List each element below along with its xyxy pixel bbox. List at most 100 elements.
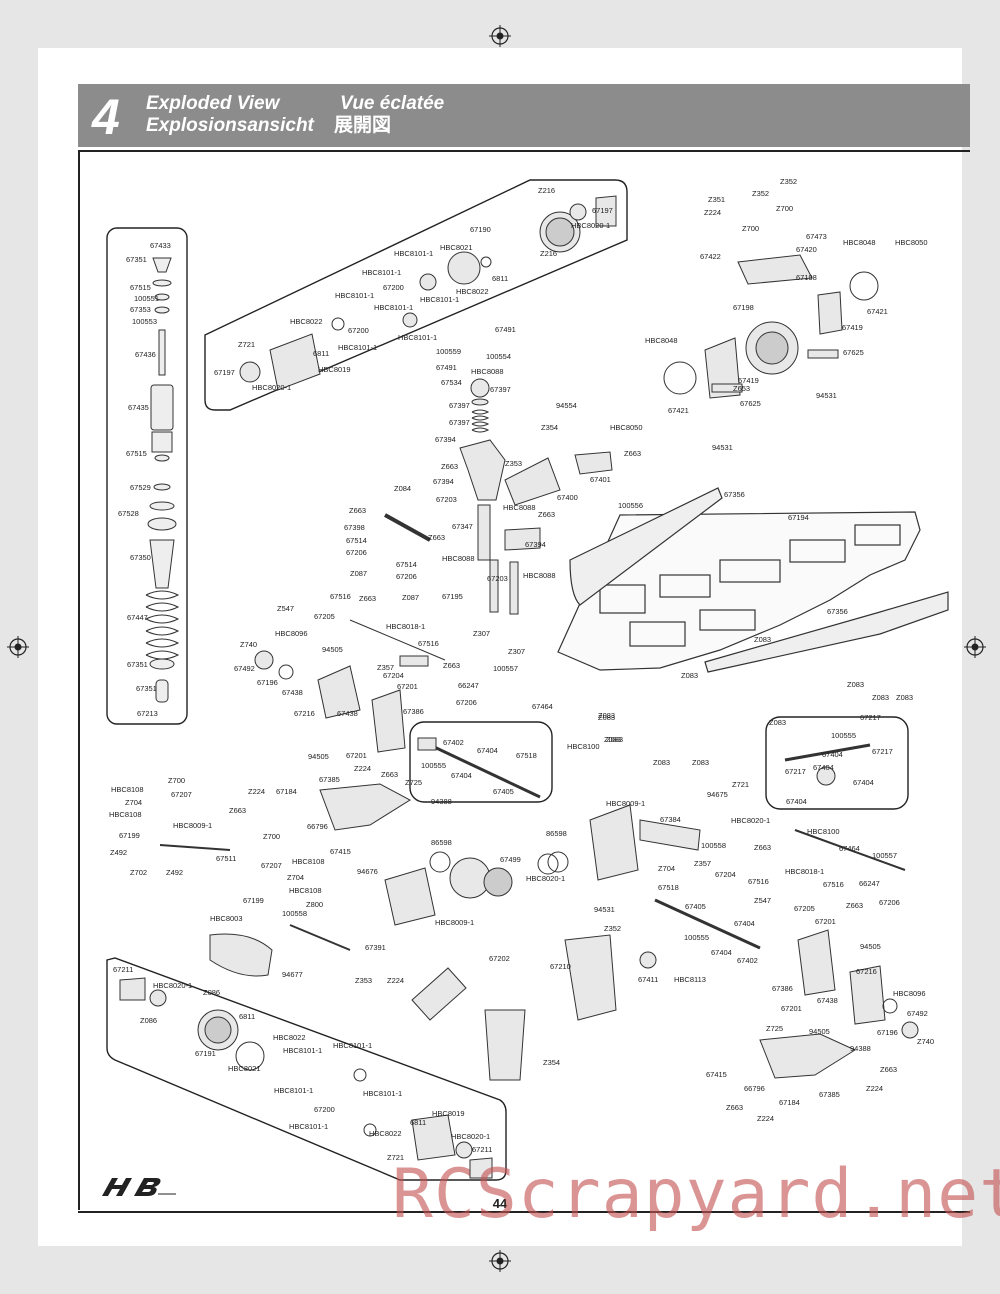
part-label: 67435 [128,403,149,412]
part-label: Z663 [381,770,398,779]
part-label: 67217 [860,713,881,722]
part-label: 67422 [700,252,721,261]
part-label: Z663 [349,506,366,515]
part-label: 67516 [330,592,351,601]
part-label: Z663 [846,901,863,910]
part-label: 67203 [436,495,457,504]
rear-diff-group-box [204,179,628,411]
part-label: HBC8003 [210,914,243,923]
part-label: 67625 [740,399,761,408]
part-label: Z083 [754,635,771,644]
part-label: HBC8101-1 [420,295,459,304]
part-label: 67356 [827,607,848,616]
part-label: 67404 [813,763,834,772]
part-label: HBC8101-1 [374,303,413,312]
part-label: 67356 [724,490,745,499]
part-label: 94388 [431,797,452,806]
part-label: Z663 [428,533,445,542]
part-label: Z083 [653,758,670,767]
part-label: HBC8101-1 [362,268,401,277]
part-label: Z740 [917,1037,934,1046]
part-label: 67419 [738,376,759,385]
registration-mark-icon [489,25,511,47]
part-label: 100553 [132,317,157,326]
part-label: 67394 [433,477,454,486]
part-label: 100557 [493,664,518,673]
hb-logo-icon [102,1178,176,1196]
part-label: 67199 [119,831,140,840]
part-label: Z663 [229,806,246,815]
chassis-side-guard-left [569,487,723,606]
part-label: 67438 [282,688,303,697]
part-label: 67438 [337,709,358,718]
part-label: 67200 [383,283,404,292]
part-label: Z663 [443,661,460,670]
part-label: HBC8009-1 [173,821,212,830]
part-label: Z353 [355,976,372,985]
part-label: 67217 [872,747,893,756]
part-label: 100555 [684,933,709,942]
part-label: 94531 [594,905,615,914]
part-label: 94675 [707,790,728,799]
part-label: Z216 [538,186,555,195]
part-label: 67201 [781,1004,802,1013]
part-label: 67205 [314,612,335,621]
part-label: 67499 [500,855,521,864]
part-label: HBC8009-1 [606,799,645,808]
part-label: 67205 [794,904,815,913]
part-label: 67211 [113,965,133,974]
part-label: 67464 [839,844,860,853]
part-label: 67514 [346,536,367,545]
part-label: HBC8108 [111,785,144,794]
part-label: HBC8021 [228,1064,261,1073]
part-label: 67201 [397,682,418,691]
part-label: Z086 [140,1016,157,1025]
part-label: HBC8048 [843,238,876,247]
part-label: 67516 [748,877,769,886]
part-label: Z224 [866,1084,883,1093]
part-label: 67391 [365,943,386,952]
front-arm-parts [159,783,857,1079]
part-label: Z663 [359,594,376,603]
part-label: Z663 [624,449,641,458]
part-label: Z740 [240,640,257,649]
part-label: 67207 [261,861,282,870]
part-label: 67200 [314,1105,335,1114]
part-label: HBC8101-1 [289,1122,328,1131]
part-label: 6811 [313,349,329,358]
part-label: 100551 [134,294,159,303]
part-label: HBC8101-1 [274,1086,313,1095]
part-label: 67518 [516,751,537,760]
part-label: 67402 [737,956,758,965]
part-label: HBC8018-1 [386,622,425,631]
part-label: Z224 [757,1114,774,1123]
part-label: 100558 [282,909,307,918]
part-label: 67351 [127,660,148,669]
front-diff-box-parts [119,977,493,1179]
part-label: 67405 [493,787,514,796]
part-label: 67528 [118,509,139,518]
part-label: 67464 [532,702,553,711]
part-label: 67404 [786,797,807,806]
part-label: Z083 [872,693,889,702]
part-label: 67204 [715,870,736,879]
part-label: 86598 [546,829,567,838]
front-shock-parts [411,934,657,1081]
part-label: 67386 [772,984,793,993]
part-label: 67492 [234,664,255,673]
part-label: 67190 [470,225,491,234]
part-label: 67421 [668,406,689,415]
part-label: Z702 [130,868,147,877]
part-label: HBC8088 [471,367,504,376]
part-label: Z547 [277,604,294,613]
part-label: HBC8100 [567,742,600,751]
part-label: 67400 [557,493,578,502]
part-label: 67206 [456,698,477,707]
part-label: HBC8048 [645,336,678,345]
part-label: 67206 [879,898,900,907]
part-label: 100557 [872,851,897,860]
part-label: 94554 [556,401,577,410]
title-german: Explosionsansicht [146,115,314,136]
part-label: Z352 [752,189,769,198]
part-label: 66247 [458,681,479,690]
